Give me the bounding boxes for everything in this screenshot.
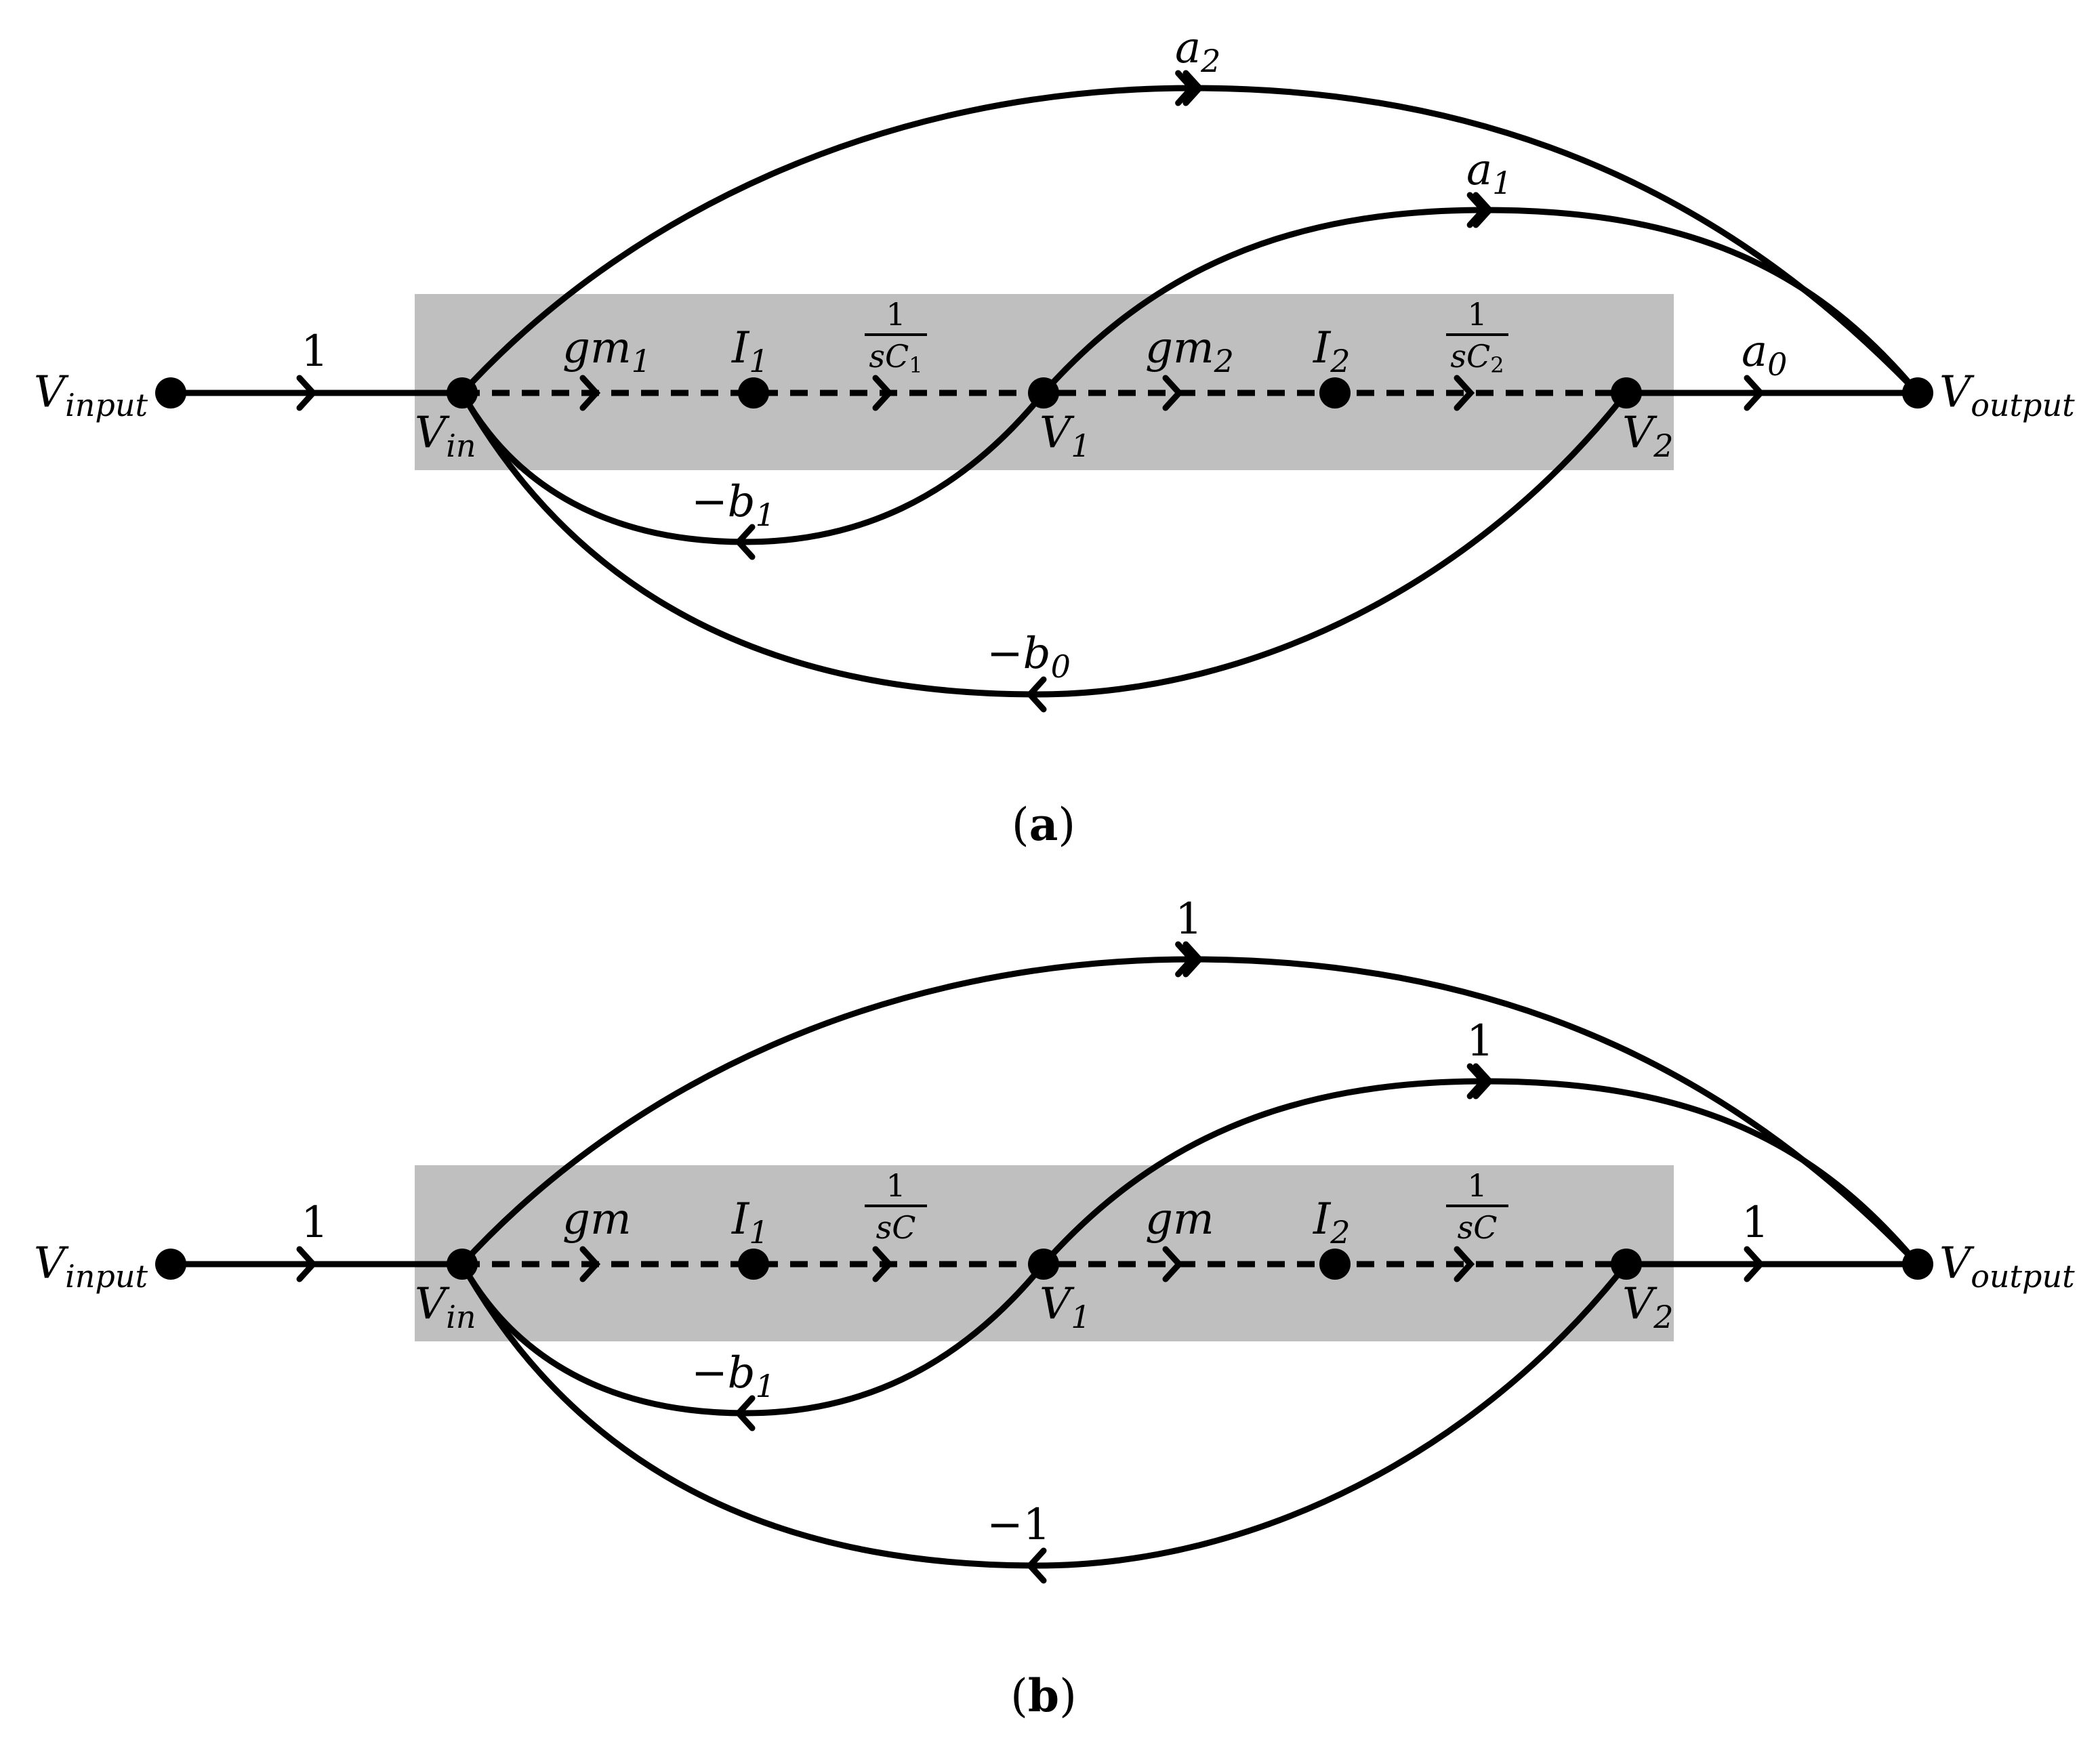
node-output: [1902, 1249, 1933, 1280]
ff-arc-a2-left: [459, 85, 1196, 396]
ff-a1-gain-label: 1: [1466, 1016, 1494, 1066]
node-i2: [1319, 377, 1351, 409]
fb-b1-gain-label: −b1: [691, 477, 775, 533]
gm1-gain-label: gm: [562, 1194, 632, 1244]
cap1-fraction-denominator: sC1: [869, 338, 922, 378]
output-gain-label: a0: [1742, 327, 1787, 383]
i1-node-label: I1: [731, 323, 769, 379]
gm2-gain-label: gm2: [1145, 323, 1234, 379]
ff-a1-gain-label: a1: [1466, 145, 1512, 201]
input-node-label: Vinput: [34, 367, 148, 423]
fb-arc-b0-arrow: [1025, 1547, 1047, 1584]
cap1-fraction-numerator: 1: [886, 296, 905, 333]
fb-arc-b0-right: [1033, 390, 1630, 698]
v1-node-label: V1: [1039, 1279, 1091, 1335]
input-gain-label: 1: [301, 1198, 329, 1248]
panel-caption: (b): [1010, 1669, 1077, 1722]
cap1-fraction-denominator: sC: [876, 1209, 916, 1246]
node-i1: [738, 1249, 769, 1280]
v1-node-label: V1: [1039, 408, 1091, 464]
ff-arc-a2-arrow: [1182, 70, 1204, 106]
input-branch-arrow: [296, 375, 318, 411]
output-gain-label: 1: [1742, 1198, 1769, 1248]
fb-arc-b0-left: [459, 1261, 1040, 1569]
fb-arc-b1-right: [742, 390, 1047, 545]
node-v1: [1028, 1249, 1059, 1280]
node-input: [155, 1249, 186, 1280]
node-vin: [447, 377, 478, 409]
cap2-fraction-denominator: sC: [1458, 1209, 1498, 1246]
vin-node-label: Vin: [415, 1279, 476, 1335]
fb-arc-b1-arrow: [734, 1395, 756, 1431]
fb-arc-b0-right: [1033, 1261, 1630, 1569]
node-v2: [1611, 377, 1642, 409]
node-vin: [447, 1249, 478, 1280]
cap1-fraction-numerator: 1: [886, 1167, 905, 1204]
v2-node-label: V2: [1622, 408, 1674, 464]
ff-arc-a2-arrow: [1182, 941, 1204, 978]
fb-b0-gain-label: −1: [987, 1500, 1050, 1550]
gm1-gain-label: gm1: [562, 323, 651, 379]
gm2-gain-label: gm: [1145, 1194, 1214, 1244]
ff-arc-a1-right: [1481, 1078, 1921, 1268]
i2-node-label: I2: [1313, 323, 1351, 379]
i1-node-label: I1: [731, 1194, 769, 1251]
input-branch-arrow: [296, 1246, 318, 1282]
output-node-label: Voutput: [1939, 367, 2075, 423]
cap1-arrow: [872, 375, 894, 411]
input-gain-label: 1: [301, 327, 329, 377]
output-node-label: Voutput: [1939, 1238, 2075, 1295]
ff-arc-a1-right: [1481, 207, 1921, 396]
output-branch-arrow: [1744, 375, 1765, 411]
v2-node-label: V2: [1622, 1279, 1674, 1335]
fb-arc-b0-left: [459, 390, 1040, 698]
fb-arc-b0-arrow: [1025, 676, 1047, 713]
node-output: [1902, 377, 1933, 409]
cap2-fraction-denominator: sC2: [1450, 338, 1504, 378]
cap2-arrow: [1454, 375, 1475, 411]
ff-arc-a2-left: [459, 956, 1196, 1268]
vin-node-label: Vin: [415, 408, 476, 464]
node-i1: [738, 377, 769, 409]
i2-node-label: I2: [1313, 1194, 1351, 1251]
ff-a2-gain-label: a2: [1175, 23, 1220, 79]
ff-arc-a1-left: [1040, 1078, 1487, 1268]
node-i2: [1319, 1249, 1351, 1280]
ff-arc-a1-left: [1040, 207, 1487, 396]
panel-caption: (a): [1012, 798, 1075, 851]
node-v1: [1028, 377, 1059, 409]
fb-arc-b1-right: [742, 1261, 1047, 1417]
node-input: [155, 377, 186, 409]
cap2-fraction-numerator: 1: [1467, 1167, 1487, 1204]
gm1-arrow: [579, 375, 601, 411]
cap2-arrow: [1454, 1246, 1475, 1282]
node-v2: [1611, 1249, 1642, 1280]
input-node-label: Vinput: [34, 1238, 148, 1295]
gm2-arrow: [1162, 375, 1184, 411]
gm1-arrow: [579, 1246, 601, 1282]
ff-arc-a1-arrow: [1473, 1063, 1494, 1100]
ff-a2-gain-label: 1: [1175, 894, 1203, 944]
gm2-arrow: [1162, 1246, 1184, 1282]
cap1-arrow: [872, 1246, 894, 1282]
cap2-fraction-numerator: 1: [1467, 296, 1487, 333]
fb-b0-gain-label: −b0: [987, 629, 1071, 685]
ff-arc-a1-arrow: [1473, 192, 1494, 228]
output-branch-arrow: [1744, 1246, 1765, 1282]
fb-arc-b1-arrow: [734, 524, 756, 560]
fb-b1-gain-label: −b1: [691, 1348, 775, 1404]
